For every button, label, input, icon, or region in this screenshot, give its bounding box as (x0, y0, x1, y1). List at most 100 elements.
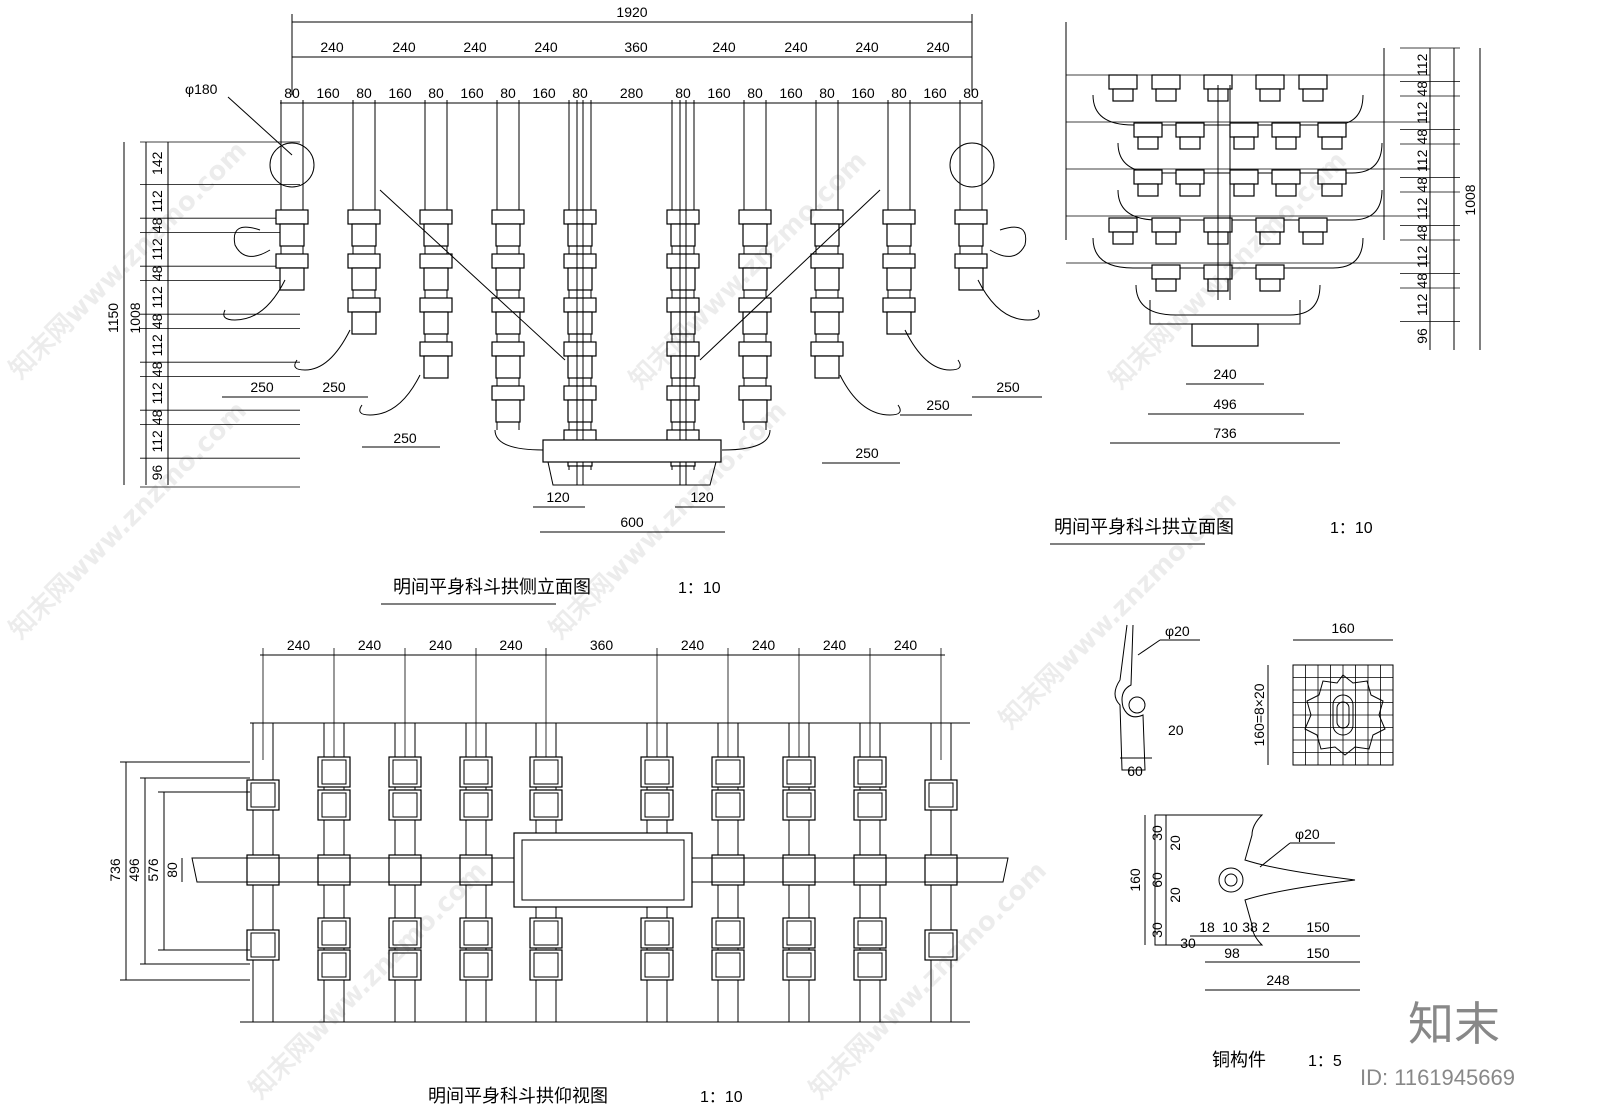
bottom-span-dim: 240 (499, 637, 523, 653)
side-left-height: 112 (149, 382, 165, 405)
copper-c-30-bottom: 30 (1149, 922, 1165, 938)
side-left-height: 48 (149, 265, 165, 281)
front-elevation-scale: 1：10 (1330, 520, 1373, 537)
side-span-7: 240 (784, 39, 808, 55)
copper-c-phi: φ20 (1295, 826, 1320, 842)
side-span-9: 240 (926, 39, 950, 55)
copper-c-98: 98 (1224, 945, 1240, 961)
front-right-height: 112 (1414, 245, 1430, 268)
side-sub-dim: 280 (620, 85, 644, 101)
bottom-span-dim: 240 (681, 637, 705, 653)
side-sub-dim: 80 (284, 85, 300, 101)
bottom-span-dim: 240 (429, 637, 453, 653)
side-span-1: 240 (320, 39, 344, 55)
bottom-span-dim: 240 (894, 637, 918, 653)
side-sub-dim: 160 (923, 85, 947, 101)
side-sub-dim: 80 (500, 85, 516, 101)
side-sub-dim: 160 (707, 85, 731, 101)
bottom-span-dim: 240 (752, 637, 776, 653)
side-base-120-right: 120 (690, 489, 714, 505)
copper-c-20-top: 20 (1167, 835, 1183, 851)
side-sub-dim: 160 (316, 85, 340, 101)
side-sub-dim: 80 (356, 85, 372, 101)
front-right-height: 96 (1414, 328, 1430, 344)
side-offset-2: 250 (322, 379, 346, 395)
side-base-600: 600 (620, 514, 644, 530)
side-left-height: 112 (149, 238, 165, 261)
bottom-span-dim: 240 (287, 637, 311, 653)
copper-c-20-bottom: 20 (1167, 887, 1183, 903)
copper-c-60: 60 (1149, 872, 1165, 888)
copper-c-30-top: 30 (1149, 825, 1165, 841)
front-right-height: 48 (1414, 129, 1430, 145)
side-span-5: 360 (624, 39, 648, 55)
side-span-6: 240 (712, 39, 736, 55)
side-span-4: 240 (534, 39, 558, 55)
bottom-view-scale: 1：10 (700, 1089, 743, 1106)
side-total-height-1008: 1008 (127, 302, 143, 333)
copper-c-18: 18 (1199, 919, 1215, 935)
copper-a-20: 20 (1168, 722, 1184, 738)
front-elevation-title: 明间平身科斗拱立面图 (1054, 517, 1234, 538)
copper-c-160: 160 (1127, 868, 1143, 892)
watermark: 知末网www.znzmo.com (4, 396, 253, 645)
side-left-height: 48 (149, 313, 165, 329)
side-sub-dim: 80 (963, 85, 979, 101)
side-phi-label: φ180 (185, 81, 218, 97)
side-offset-3: 250 (393, 430, 417, 446)
bottom-span-dim: 360 (590, 637, 614, 653)
side-left-height: 48 (149, 409, 165, 425)
side-elevation-scale: 1：10 (678, 580, 721, 597)
front-right-height: 48 (1414, 81, 1430, 97)
side-sub-dim: 80 (819, 85, 835, 101)
brand-logo: 知末 (1408, 997, 1500, 1051)
side-left-height: 112 (149, 286, 165, 309)
bottom-span-dim: 240 (358, 637, 382, 653)
side-elevation-title: 明间平身科斗拱侧立面图 (393, 577, 591, 598)
watermark: 知末网www.znzmo.com (4, 136, 253, 385)
front-bottom-736: 736 (1213, 425, 1237, 441)
bottom-left-576: 576 (145, 858, 161, 882)
side-elevation-drawing: 1920 240 240 240 240 360 240 240 240 240… (105, 4, 1042, 605)
side-sub-dim: 160 (388, 85, 412, 101)
bottom-left-736: 736 (107, 858, 123, 882)
side-left-height: 112 (149, 190, 165, 213)
side-total-width: 1920 (616, 4, 647, 20)
brand-id: ID: 1161945669 (1360, 1065, 1515, 1090)
front-right-height: 48 (1414, 177, 1430, 193)
side-offset-1: 250 (250, 379, 274, 395)
copper-c-2: 2 (1262, 919, 1270, 935)
copper-scale: 1：5 (1308, 1053, 1342, 1070)
side-sub-dim: 80 (675, 85, 691, 101)
side-sub-dim: 80 (747, 85, 763, 101)
front-right-height: 112 (1414, 197, 1430, 220)
copper-a-phi: φ20 (1165, 623, 1190, 639)
copper-c-150-bottom: 150 (1306, 945, 1330, 961)
copper-c-248: 248 (1266, 972, 1290, 988)
copper-b-8x20: 160=8×20 (1251, 683, 1267, 746)
front-right-height: 48 (1414, 273, 1430, 289)
side-span-8: 240 (855, 39, 879, 55)
front-right-height: 112 (1414, 53, 1430, 76)
copper-part-drawing: φ20 20 60 160 160=8×20 φ20 160 30 20 60 … (1114, 620, 1394, 1071)
front-right-height: 112 (1414, 293, 1430, 316)
side-left-height: 112 (149, 334, 165, 357)
side-offset-5: 250 (926, 397, 950, 413)
front-bottom-240: 240 (1213, 366, 1237, 382)
side-left-height: 48 (149, 217, 165, 233)
side-left-height: 142 (149, 151, 165, 175)
bottom-view-title: 明间平身科斗拱仰视图 (428, 1086, 608, 1107)
front-right-height: 112 (1414, 101, 1430, 124)
copper-c-150-top: 150 (1306, 919, 1330, 935)
front-right-height: 48 (1414, 225, 1430, 241)
side-sub-dim: 160 (532, 85, 556, 101)
copper-c-38: 38 (1242, 919, 1258, 935)
bottom-left-80: 80 (164, 862, 180, 878)
side-sub-dim: 80 (891, 85, 907, 101)
side-base-120-left: 120 (546, 489, 570, 505)
side-sub-dim: 160 (851, 85, 875, 101)
front-total-height: 1008 (1462, 184, 1478, 215)
side-left-height: 112 (149, 430, 165, 453)
front-right-height: 112 (1414, 149, 1430, 172)
